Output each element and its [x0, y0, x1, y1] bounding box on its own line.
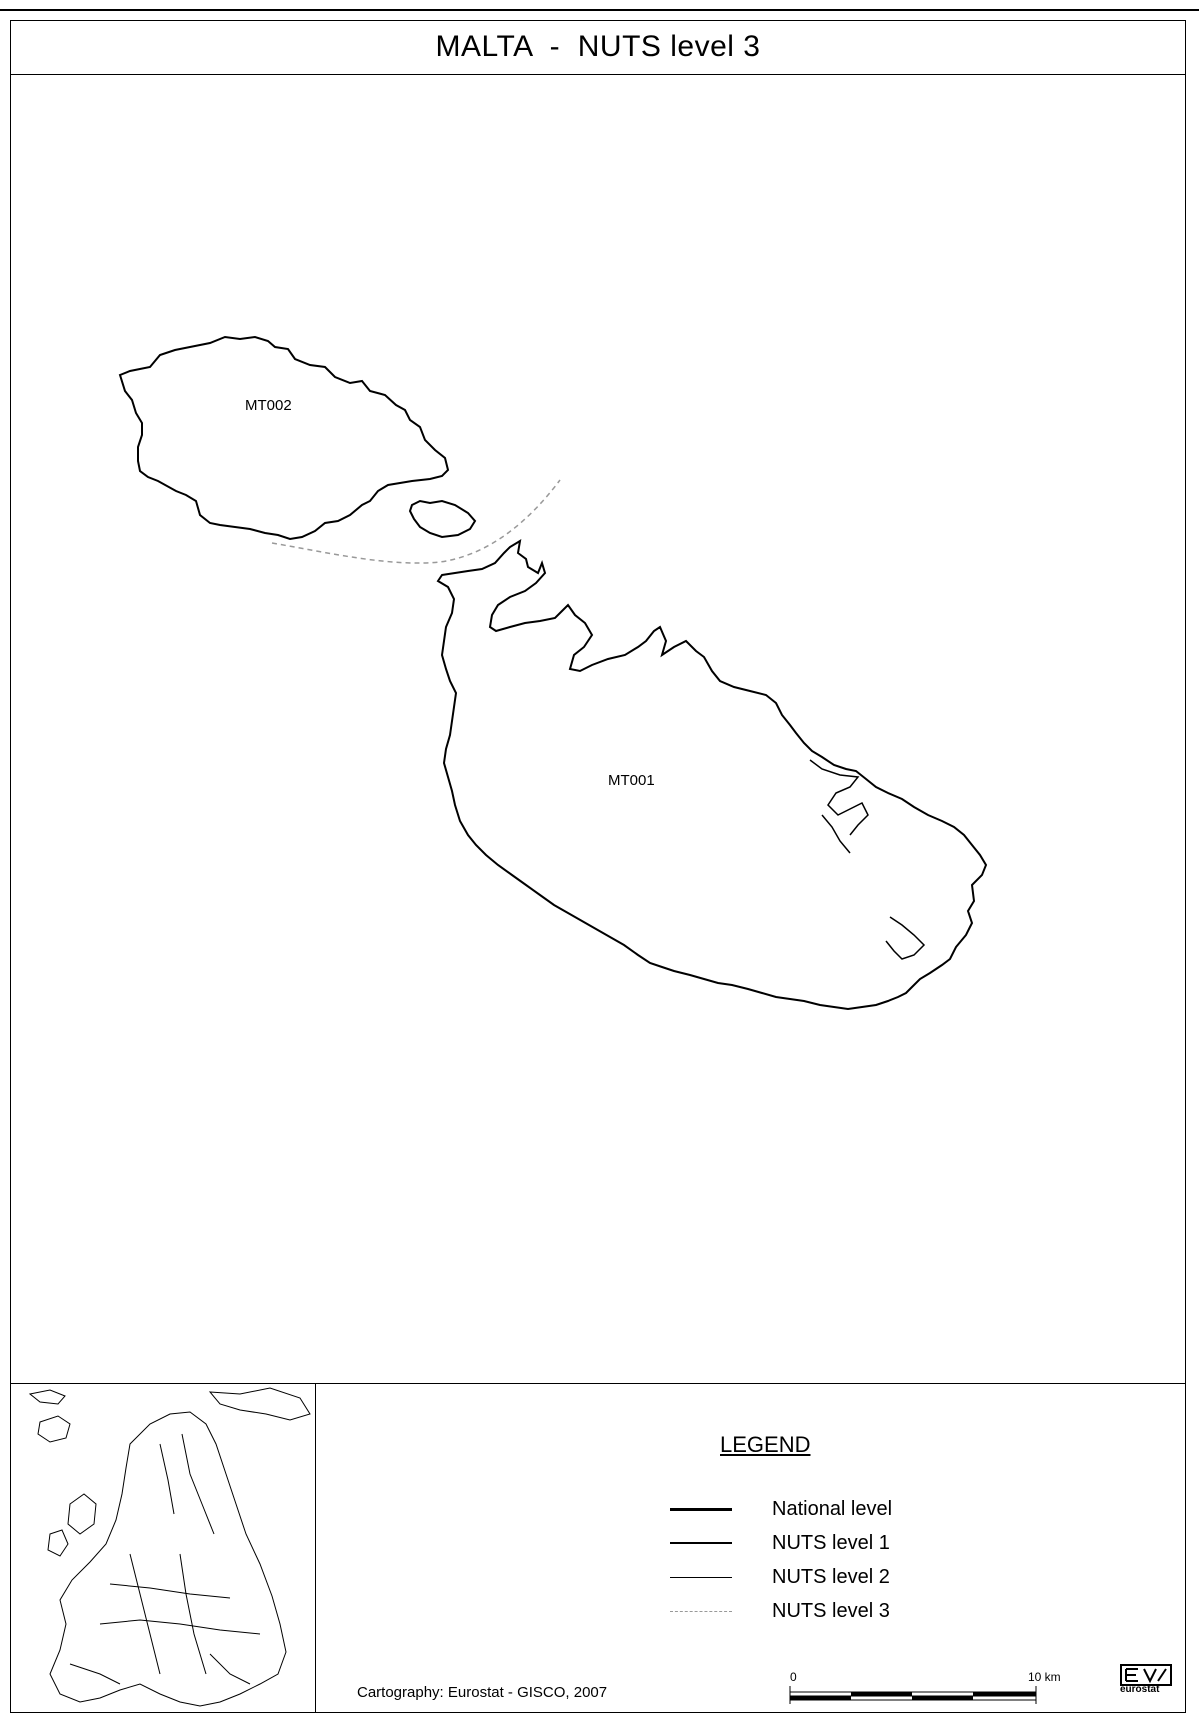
legend-label: NUTS level 2 — [772, 1565, 890, 1588]
title-bar: MALTA - NUTS level 3 — [10, 20, 1186, 75]
eurostat-logo-icon — [1120, 1664, 1172, 1686]
eurostat-logo: eurostat — [1120, 1664, 1172, 1703]
scale-bar-svg — [789, 1686, 1037, 1704]
europe-inset-map — [10, 1384, 316, 1713]
legend-line-nuts1 — [670, 1542, 732, 1544]
legend-label: National level — [772, 1497, 893, 1520]
legend-item-nuts1: NUTS level 1 — [670, 1531, 890, 1555]
map-frame — [10, 20, 1186, 1713]
legend-label: NUTS level 1 — [772, 1531, 890, 1554]
scale-start-label: 0 — [790, 1670, 797, 1684]
scale-end-label: 10 km — [1028, 1670, 1061, 1684]
bottom-panel: LEGEND National level NUTS level 1 NUTS … — [10, 1383, 1186, 1713]
region-label-mt001: MT001 — [608, 772, 655, 789]
legend-item-national: National level — [670, 1497, 892, 1521]
top-rule — [0, 9, 1199, 11]
region-mt002-outline[interactable] — [118, 335, 450, 541]
legend-item-nuts2: NUTS level 2 — [670, 1565, 890, 1589]
legend-line-nuts2 — [670, 1576, 732, 1578]
region-label-mt002: MT002 — [245, 397, 292, 414]
main-map: MT002 MT001 — [10, 75, 1186, 1383]
region-mt001-outline[interactable] — [436, 539, 988, 1011]
legend-title: LEGEND — [720, 1432, 811, 1457]
cartography-credit: Cartography: Eurostat - GISCO, 2007 — [357, 1684, 608, 1701]
europe-inset-svg — [28, 1387, 311, 1707]
legend-line-nuts3 — [670, 1610, 732, 1612]
map-svg — [118, 335, 988, 1011]
nuts3-boundary-line — [271, 479, 561, 564]
comino-outline[interactable] — [408, 499, 477, 539]
harbour-detail — [809, 759, 926, 960]
legend-item-nuts3: NUTS level 3 — [670, 1599, 890, 1623]
eurostat-logo-text: eurostat — [1120, 1684, 1160, 1695]
legend-line-national — [670, 1507, 732, 1511]
map-title: MALTA - NUTS level 3 — [435, 30, 761, 63]
legend-label: NUTS level 3 — [772, 1599, 890, 1622]
